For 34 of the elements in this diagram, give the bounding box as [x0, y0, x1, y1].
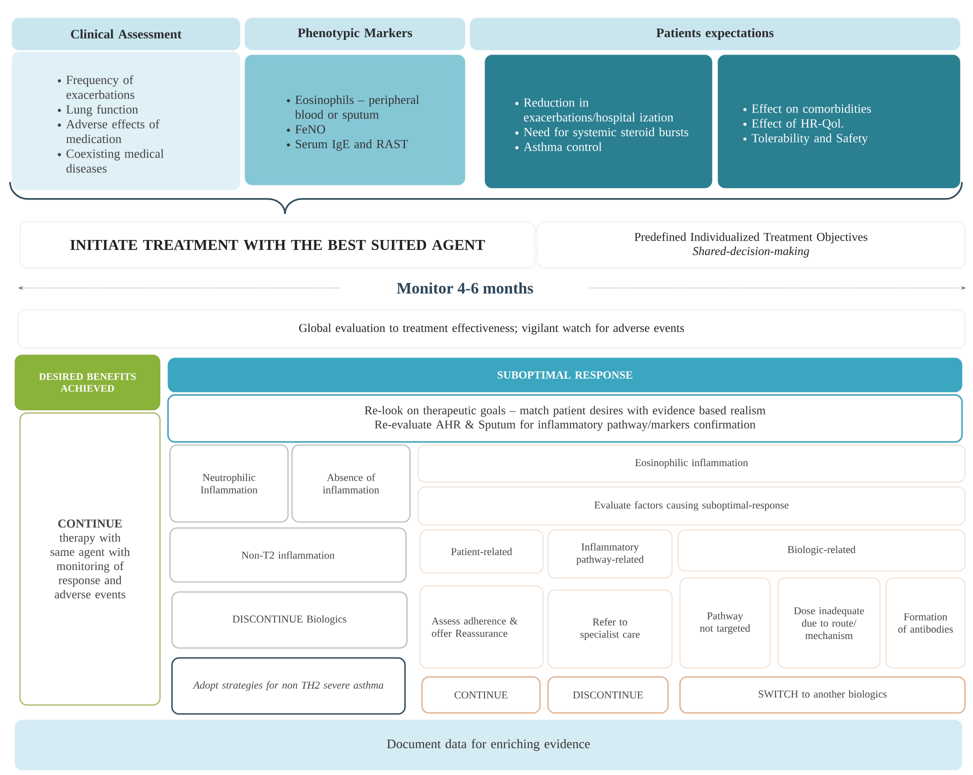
- process-box: CONTINUE therapy with same agent with monitoring of response and adverse events: [19, 412, 161, 706]
- process-box: Evaluate factors causing suboptimal-response: [418, 486, 966, 526]
- header-box: Clinical Assessment: [12, 18, 240, 50]
- process-box: Absence of inflammation: [292, 444, 410, 522]
- process-box: Inflammatory pathway-related: [548, 530, 672, 578]
- process-box: Refer to specialist care: [548, 590, 672, 668]
- status-box: DESIRED BENEFITS ACHIEVED: [14, 354, 160, 410]
- bullet-list-box: Reduction in exacerbations/hospital ization Need for systemic steroid bursts Asthma control: [484, 54, 712, 188]
- process-box: Biologic-related: [678, 530, 966, 572]
- process-box: Assess adherence & offer Reassurance: [420, 586, 544, 668]
- process-box: Dose inadequate due to route/ mechanism: [778, 578, 880, 668]
- process-box: Neutrophilic Inflammation: [170, 444, 288, 522]
- process-box: Predefined Individualized Treatment Objectives Shared-decision-making: [536, 222, 966, 268]
- process-box: Non-T2 inflammation: [170, 528, 406, 582]
- process-box: Patient-related: [420, 530, 544, 574]
- process-box: Re-look on therapeutic goals – match patient desires with evidence based realism Re-evaluate AHR & Sputum for inflammatory pathway/markers confirmation: [167, 394, 963, 443]
- bullet-list-box: Effect on comorbidities Effect of HR-Qol. Tolerability and Safety: [718, 54, 960, 188]
- process-box: Eosinophilic inflammation: [418, 444, 966, 482]
- timeline-label: Monitor 4-6 months: [394, 279, 536, 297]
- process-box: SWITCH to another biologics: [679, 676, 966, 714]
- process-box: Pathway not targeted: [680, 578, 770, 668]
- process-box: Formation of antibodies: [886, 578, 966, 668]
- process-box: CONTINUE: [421, 676, 541, 714]
- process-box: DISCONTINUE Biologics: [172, 592, 408, 648]
- process-box: INITIATE TREATMENT WITH THE BEST SUITED AGENT: [20, 222, 536, 268]
- header-box: Patients expectations: [470, 18, 960, 50]
- process-box: Adopt strategies for non TH2 severe asthma: [171, 657, 406, 715]
- status-box: SUBOPTIMAL RESPONSE: [168, 358, 962, 392]
- bullet-list-box: Frequency of exacerbations Lung function Adverse effects of medication Coexisting medical diseases: [12, 52, 240, 190]
- process-box: Global evaluation to treatment effectiveness; vigilant watch for adverse events: [18, 310, 966, 348]
- header-box: Phenotypic Markers: [244, 18, 466, 50]
- process-box: DISCONTINUE: [547, 676, 669, 714]
- bullet-list-box: Eosinophils – peripheral blood or sputum FeNO Serum IgE and RAST: [244, 54, 466, 186]
- process-box: Document data for enriching evidence: [14, 720, 962, 770]
